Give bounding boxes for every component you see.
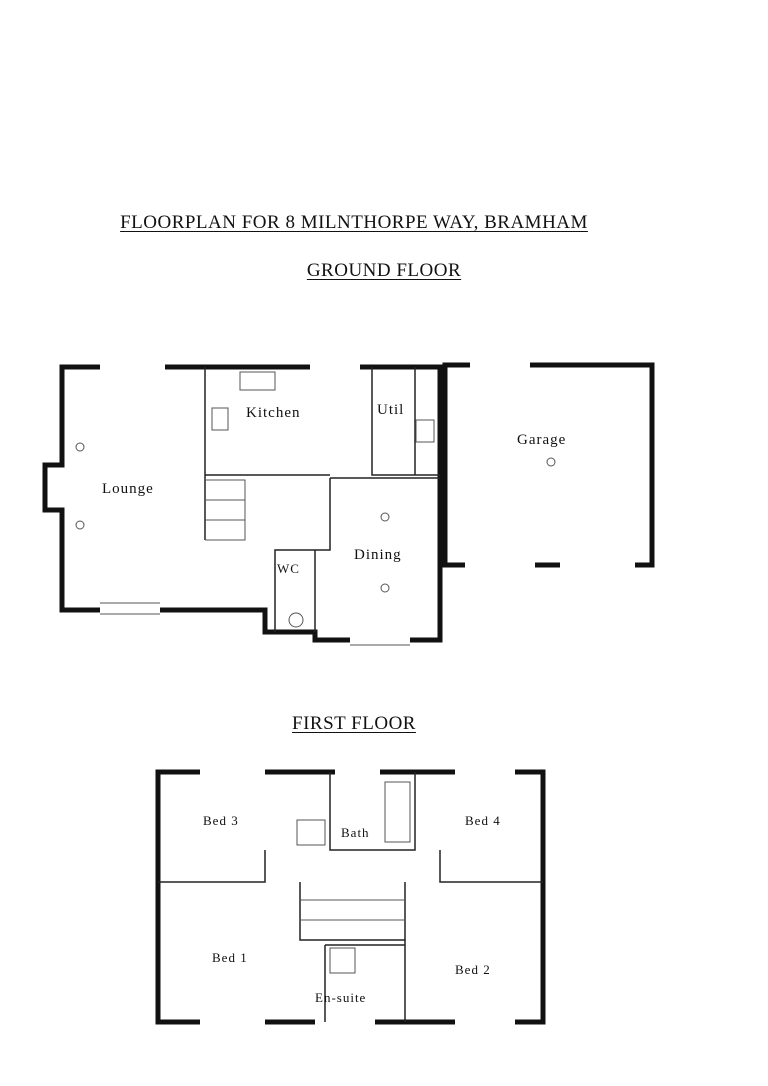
room-label-bed-1: Bed 1 — [212, 950, 248, 965]
room-label-dining: Dining — [354, 547, 402, 563]
first-floor-heading: FIRST FLOOR — [292, 713, 416, 734]
room-label-bed-2: Bed 2 — [455, 962, 491, 977]
room-label-wc: WC — [277, 561, 300, 576]
room-label-lounge: Lounge — [102, 481, 154, 497]
document-title: FLOORPLAN FOR 8 MILNTHORPE WAY, BRAMHAM — [120, 212, 588, 233]
room-label-en-suite: En-suite — [315, 990, 366, 1005]
room-label-bed-4: Bed 4 — [465, 813, 501, 828]
ground-floor-plan: Lounge Kitchen Util Garage Dining WC — [42, 362, 655, 646]
room-label-bed-3: Bed 3 — [203, 813, 239, 828]
room-label-bath: Bath — [341, 825, 370, 840]
room-label-kitchen: Kitchen — [246, 405, 300, 421]
ground-floor-heading: GROUND FLOOR — [306, 260, 462, 281]
first-floor-plan: Bed 3 Bath Bed 4 Bed 1 Bed 2 En-suite — [155, 769, 546, 1025]
room-label-util: Util — [377, 402, 404, 418]
room-label-garage: Garage — [517, 432, 566, 448]
